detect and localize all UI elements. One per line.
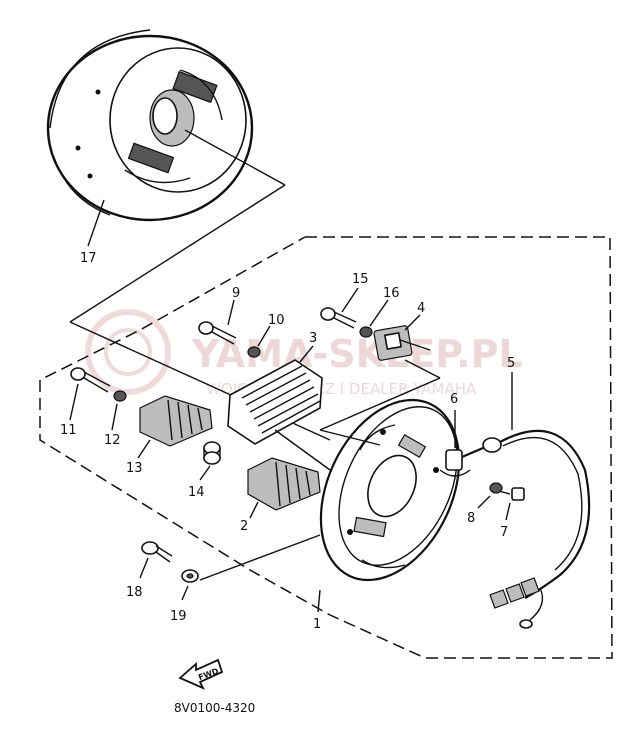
stator-plate: [319, 398, 461, 582]
spacer-14: [203, 441, 221, 465]
callout-10: 10: [268, 313, 285, 328]
callout-9: 9: [232, 286, 240, 301]
callout-17: 17: [80, 251, 97, 266]
bolt-15: [320, 307, 357, 329]
bolt-11: [70, 367, 111, 393]
callout-19: 19: [170, 609, 187, 624]
callout-11: 11: [60, 423, 77, 438]
callout-6: 6: [450, 392, 458, 407]
callout-16: 16: [383, 286, 400, 301]
bolt-9: [198, 321, 237, 345]
callout-14: 14: [188, 485, 205, 500]
callout-15: 15: [352, 272, 369, 287]
drawing-code: 8V0100-4320: [174, 701, 255, 715]
coil-13: [139, 395, 213, 447]
callout-12: 12: [104, 433, 121, 448]
callout-5: 5: [507, 356, 515, 371]
assembly-outline: [39, 236, 613, 659]
washer-19: [181, 569, 199, 583]
coil-2: [247, 457, 321, 511]
callout-4: 4: [417, 301, 425, 316]
grommet-clamp: [439, 449, 471, 477]
wire-harness: [454, 429, 591, 629]
washer-12: [113, 390, 127, 402]
pickup-coil: [373, 325, 431, 361]
callout-1: 1: [313, 617, 321, 632]
callout-18: 18: [126, 585, 143, 600]
callout-2: 2: [240, 519, 248, 534]
washer-8: [489, 482, 503, 494]
callout-3: 3: [309, 331, 317, 346]
fwd-arrow-icon: FWD: [178, 658, 224, 690]
flywheel-rotor: [46, 29, 254, 222]
regulator-rectifier: [227, 359, 323, 445]
watermark-main: YAMA-SKLEP.PL: [191, 332, 523, 376]
callout-8: 8: [467, 511, 475, 526]
callout-7: 7: [500, 525, 508, 540]
washer-10: [247, 346, 261, 358]
callout-13: 13: [126, 461, 143, 476]
bolt-18: [141, 541, 173, 563]
washer-16: [359, 326, 373, 338]
